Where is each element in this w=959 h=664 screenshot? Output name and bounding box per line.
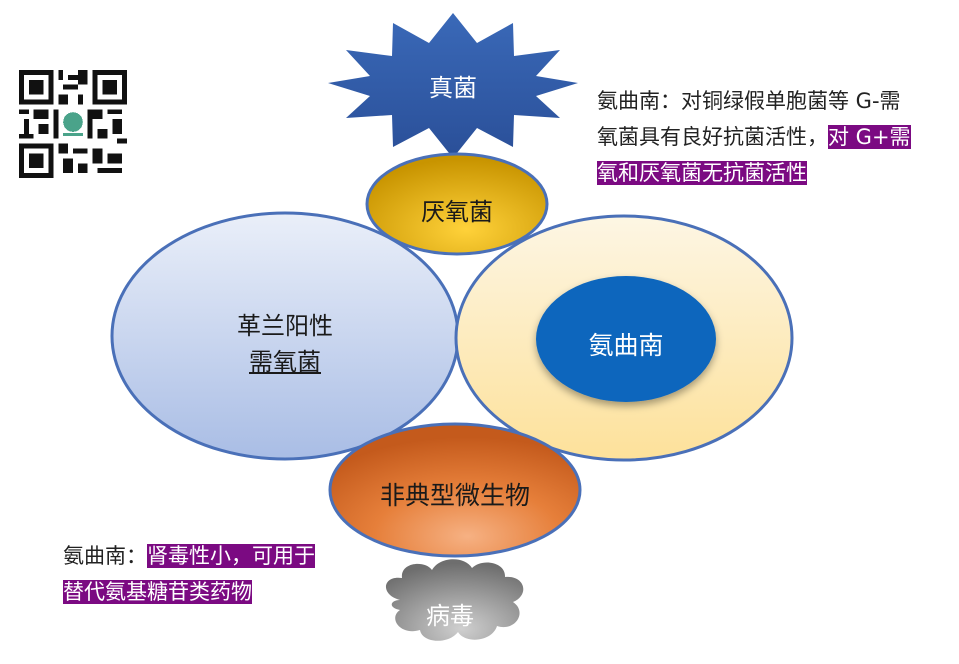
note-bottom-left: 氨曲南：肾毒性小，可用于 替代氨基糖苷类药物 xyxy=(63,538,363,610)
aztreonam-inner-ellipse xyxy=(536,276,716,402)
note-top-right-line1: 氨曲南：对铜绿假单胞菌等 G-需 xyxy=(597,89,901,113)
gram-positive-label-line1: 革兰阳性 xyxy=(237,312,333,340)
note-top-right: 氨曲南：对铜绿假单胞菌等 G-需 氧菌具有良好抗菌活性，对 G+需 氧和厌氧菌无… xyxy=(597,83,947,191)
virus-label: 病毒 xyxy=(426,602,474,630)
aztreonam-label: 氨曲南 xyxy=(588,331,664,360)
anaerobes-ellipse xyxy=(365,152,549,256)
note-bottom-left-prefix: 氨曲南： xyxy=(63,544,147,568)
fungi-star-shape xyxy=(328,13,578,158)
anaerobes-label: 厌氧菌 xyxy=(421,198,493,226)
note-top-right-line2: 氧菌具有良好抗菌活性，对 G+需 xyxy=(597,119,947,155)
atypical-label: 非典型微生物 xyxy=(379,481,530,510)
virus-cloud-shape xyxy=(385,559,524,641)
note-bottom-left-line1-highlight: 肾毒性小，可用于 xyxy=(147,544,315,568)
fungi-label: 真菌 xyxy=(429,74,477,102)
note-bottom-left-line1: 氨曲南：肾毒性小，可用于 xyxy=(63,538,363,574)
note-bottom-left-line2: 替代氨基糖苷类药物 xyxy=(63,574,363,610)
note-top-right-line2-plain: 氧菌具有良好抗菌活性， xyxy=(597,125,828,149)
atypical-ellipse xyxy=(328,422,582,558)
qr-code xyxy=(18,70,128,178)
note-top-right-line3-highlight: 氧和厌氧菌无抗菌活性 xyxy=(597,161,807,185)
note-top-right-line2-highlight: 对 G+需 xyxy=(828,125,911,149)
gram-positive-label-line2: 需氧菌 xyxy=(249,348,321,376)
note-bottom-left-line2-highlight: 替代氨基糖苷类药物 xyxy=(63,580,252,604)
note-top-right-line3: 氧和厌氧菌无抗菌活性 xyxy=(597,155,947,191)
